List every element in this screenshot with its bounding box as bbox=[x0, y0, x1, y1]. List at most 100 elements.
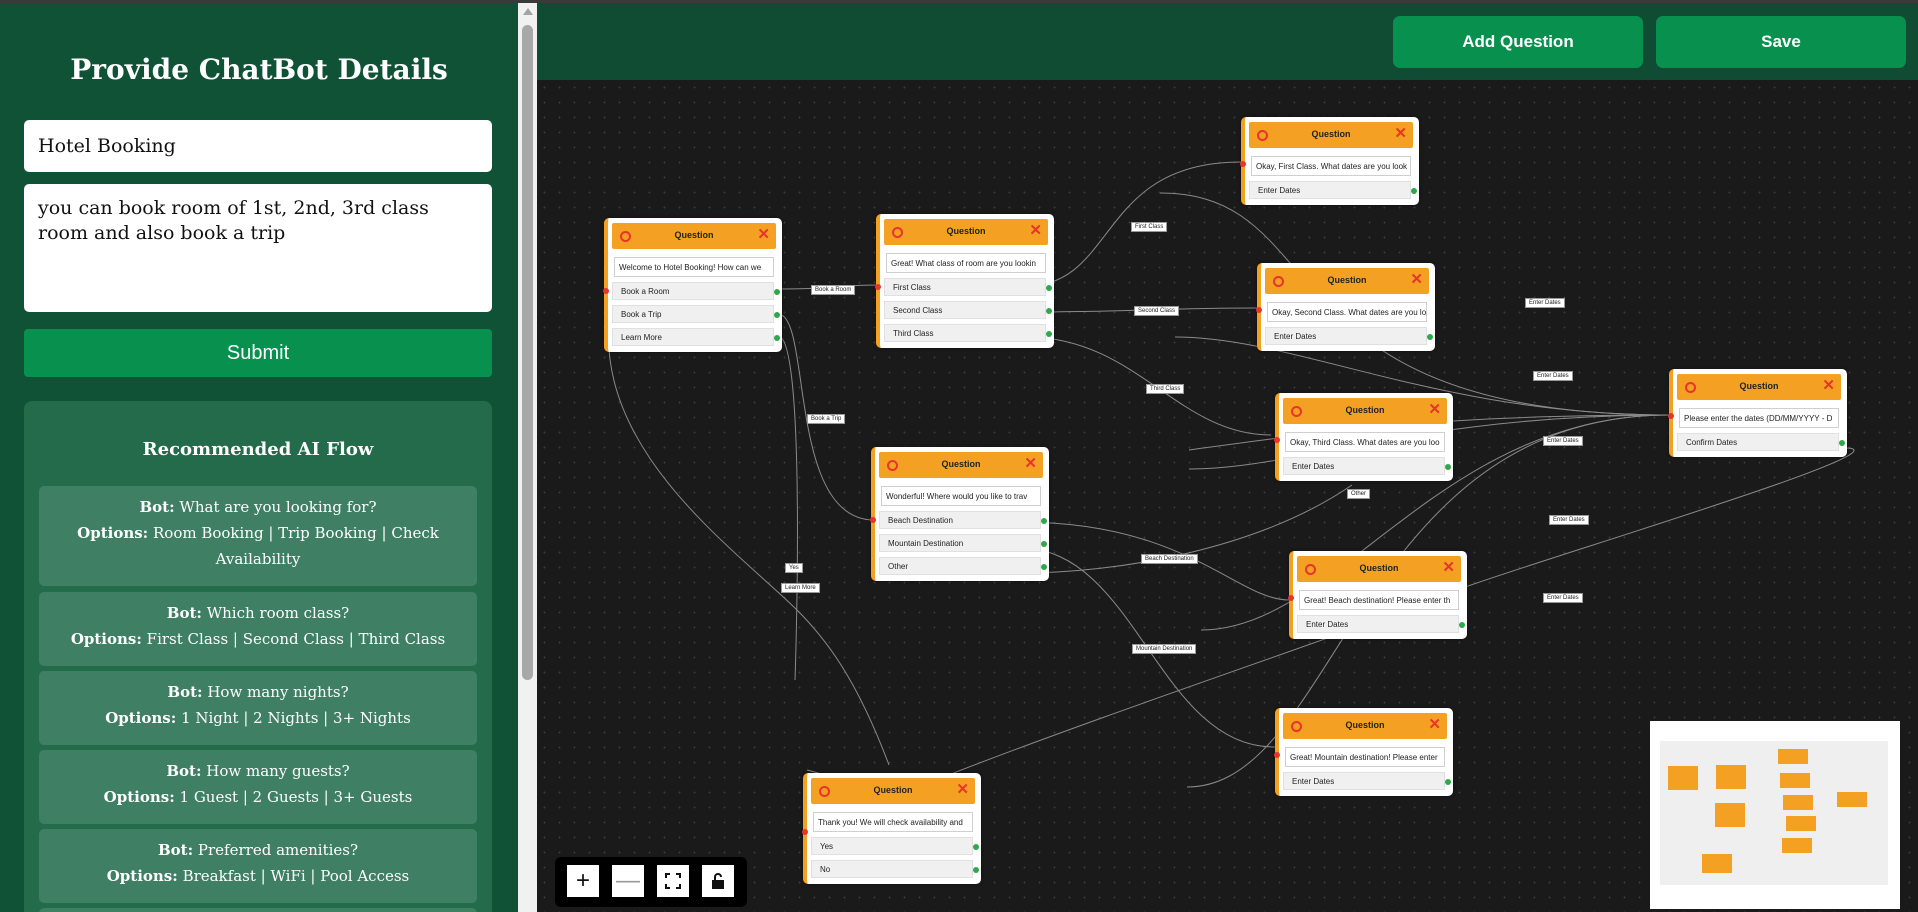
question-node-beach[interactable]: Question ✕ Great! Beach destination! Ple… bbox=[1288, 551, 1467, 639]
node-handle-icon[interactable] bbox=[1291, 721, 1302, 732]
node-header[interactable]: Question ✕ bbox=[1297, 556, 1461, 582]
close-icon[interactable]: ✕ bbox=[1428, 401, 1441, 418]
node-message[interactable]: Great! What class of room are you lookin bbox=[886, 253, 1046, 273]
output-handle[interactable] bbox=[1411, 188, 1417, 194]
output-handle[interactable] bbox=[1427, 334, 1433, 340]
input-handle[interactable] bbox=[870, 517, 876, 523]
node-message[interactable]: Okay, First Class. What dates are you lo… bbox=[1251, 156, 1411, 176]
add-question-button[interactable]: Add Question bbox=[1393, 16, 1643, 68]
chatbot-description-input[interactable]: you can book room of 1st, 2nd, 3rd class… bbox=[24, 184, 492, 312]
question-node-mountain[interactable]: Question ✕ Great! Mountain destination! … bbox=[1274, 708, 1453, 796]
input-handle[interactable] bbox=[802, 829, 808, 835]
node-handle-icon[interactable] bbox=[892, 227, 903, 238]
close-icon[interactable]: ✕ bbox=[1442, 559, 1455, 576]
output-handle[interactable] bbox=[973, 867, 979, 873]
node-handle-icon[interactable] bbox=[1305, 564, 1316, 575]
output-handle[interactable] bbox=[774, 335, 780, 341]
input-handle[interactable] bbox=[603, 288, 609, 294]
node-option[interactable]: Enter Dates bbox=[1265, 327, 1433, 345]
node-option[interactable]: Second Class bbox=[884, 301, 1052, 319]
input-handle[interactable] bbox=[1240, 161, 1246, 167]
question-node-dates[interactable]: Question ✕ Please enter the dates (DD/MM… bbox=[1668, 369, 1847, 457]
zoom-in-button[interactable]: + bbox=[567, 865, 599, 897]
node-message[interactable]: Great! Mountain destination! Please ente… bbox=[1285, 747, 1445, 767]
output-handle[interactable] bbox=[774, 289, 780, 295]
output-handle[interactable] bbox=[1046, 285, 1052, 291]
close-icon[interactable]: ✕ bbox=[1394, 125, 1407, 142]
node-header[interactable]: Question ✕ bbox=[811, 778, 975, 804]
question-node-second-class[interactable]: Question ✕ Okay, Second Class. What date… bbox=[1256, 263, 1435, 351]
output-handle[interactable] bbox=[973, 844, 979, 850]
node-header[interactable]: Question ✕ bbox=[1283, 713, 1447, 739]
node-message[interactable]: Okay, Third Class. What dates are you lo… bbox=[1285, 432, 1445, 452]
node-option[interactable]: No bbox=[811, 860, 979, 878]
input-handle[interactable] bbox=[1274, 437, 1280, 443]
node-option[interactable]: Enter Dates bbox=[1283, 457, 1451, 475]
node-header[interactable]: Question ✕ bbox=[1265, 268, 1429, 294]
output-handle[interactable] bbox=[1041, 564, 1047, 570]
node-option[interactable]: Enter Dates bbox=[1249, 181, 1417, 199]
question-node-trip[interactable]: Question ✕ Wonderful! Where would you li… bbox=[870, 447, 1049, 581]
node-option[interactable]: Book a Room bbox=[612, 282, 780, 300]
flow-canvas[interactable]: Book a Room Book a Trip Learn More First… bbox=[537, 80, 1918, 912]
close-icon[interactable]: ✕ bbox=[1024, 455, 1037, 472]
node-message[interactable]: Thank you! We will check availability an… bbox=[813, 812, 973, 832]
node-option[interactable]: Confirm Dates bbox=[1677, 433, 1845, 451]
node-option[interactable]: Enter Dates bbox=[1297, 615, 1465, 633]
input-handle[interactable] bbox=[1274, 752, 1280, 758]
node-handle-icon[interactable] bbox=[1257, 130, 1268, 141]
input-handle[interactable] bbox=[1256, 307, 1262, 313]
node-handle-icon[interactable] bbox=[1273, 276, 1284, 287]
node-handle-icon[interactable] bbox=[1291, 406, 1302, 417]
output-handle[interactable] bbox=[1046, 308, 1052, 314]
input-handle[interactable] bbox=[875, 284, 881, 290]
node-message[interactable]: Great! Beach destination! Please enter t… bbox=[1299, 590, 1459, 610]
node-option[interactable]: Other bbox=[879, 557, 1047, 575]
zoom-out-button[interactable]: — bbox=[612, 865, 644, 897]
close-icon[interactable]: ✕ bbox=[1029, 222, 1042, 239]
fit-view-button[interactable] bbox=[657, 865, 689, 897]
node-option[interactable]: Beach Destination bbox=[879, 511, 1047, 529]
node-option[interactable]: First Class bbox=[884, 278, 1052, 296]
output-handle[interactable] bbox=[774, 312, 780, 318]
node-option[interactable]: Book a Trip bbox=[612, 305, 780, 323]
minimap[interactable] bbox=[1650, 721, 1900, 909]
question-node-room-class[interactable]: Question ✕ Great! What class of room are… bbox=[875, 214, 1054, 348]
node-option[interactable]: Third Class bbox=[884, 324, 1052, 342]
close-icon[interactable]: ✕ bbox=[1428, 716, 1441, 733]
close-icon[interactable]: ✕ bbox=[956, 781, 969, 798]
output-handle[interactable] bbox=[1445, 779, 1451, 785]
submit-button[interactable]: Submit bbox=[24, 329, 492, 377]
node-header[interactable]: Question ✕ bbox=[612, 223, 776, 249]
close-icon[interactable]: ✕ bbox=[1410, 271, 1423, 288]
node-header[interactable]: Question ✕ bbox=[1249, 122, 1413, 148]
input-handle[interactable] bbox=[1288, 595, 1294, 601]
node-handle-icon[interactable] bbox=[1685, 382, 1696, 393]
node-header[interactable]: Question ✕ bbox=[1283, 398, 1447, 424]
output-handle[interactable] bbox=[1041, 541, 1047, 547]
scrollbar-thumb[interactable] bbox=[522, 25, 533, 680]
node-message[interactable]: Please enter the dates (DD/MM/YYYY - D bbox=[1679, 408, 1839, 428]
minimap-viewport[interactable] bbox=[1660, 741, 1888, 885]
node-header[interactable]: Question ✕ bbox=[879, 452, 1043, 478]
question-node-thank-you[interactable]: Question ✕ Thank you! We will check avai… bbox=[802, 773, 981, 884]
output-handle[interactable] bbox=[1459, 622, 1465, 628]
output-handle[interactable] bbox=[1839, 440, 1845, 446]
node-option[interactable]: Learn More bbox=[612, 328, 780, 346]
question-node-third-class[interactable]: Question ✕ Okay, Third Class. What dates… bbox=[1274, 393, 1453, 481]
node-handle-icon[interactable] bbox=[887, 460, 898, 471]
scroll-up-arrow-icon[interactable] bbox=[523, 8, 533, 15]
output-handle[interactable] bbox=[1041, 518, 1047, 524]
lock-button[interactable] bbox=[702, 865, 734, 897]
node-message[interactable]: Welcome to Hotel Booking! How can we bbox=[614, 257, 774, 277]
save-button[interactable]: Save bbox=[1656, 16, 1906, 68]
output-handle[interactable] bbox=[1445, 464, 1451, 470]
node-option[interactable]: Enter Dates bbox=[1283, 772, 1451, 790]
node-header[interactable]: Question ✕ bbox=[1677, 374, 1841, 400]
node-message[interactable]: Okay, Second Class. What dates are you l… bbox=[1267, 302, 1427, 322]
chatbot-name-input[interactable] bbox=[24, 120, 492, 172]
question-node-welcome[interactable]: Question ✕ Welcome to Hotel Booking! How… bbox=[603, 218, 782, 352]
node-option[interactable]: Yes bbox=[811, 837, 979, 855]
input-handle[interactable] bbox=[1668, 413, 1674, 419]
question-node-first-class[interactable]: Question ✕ Okay, First Class. What dates… bbox=[1240, 117, 1419, 205]
